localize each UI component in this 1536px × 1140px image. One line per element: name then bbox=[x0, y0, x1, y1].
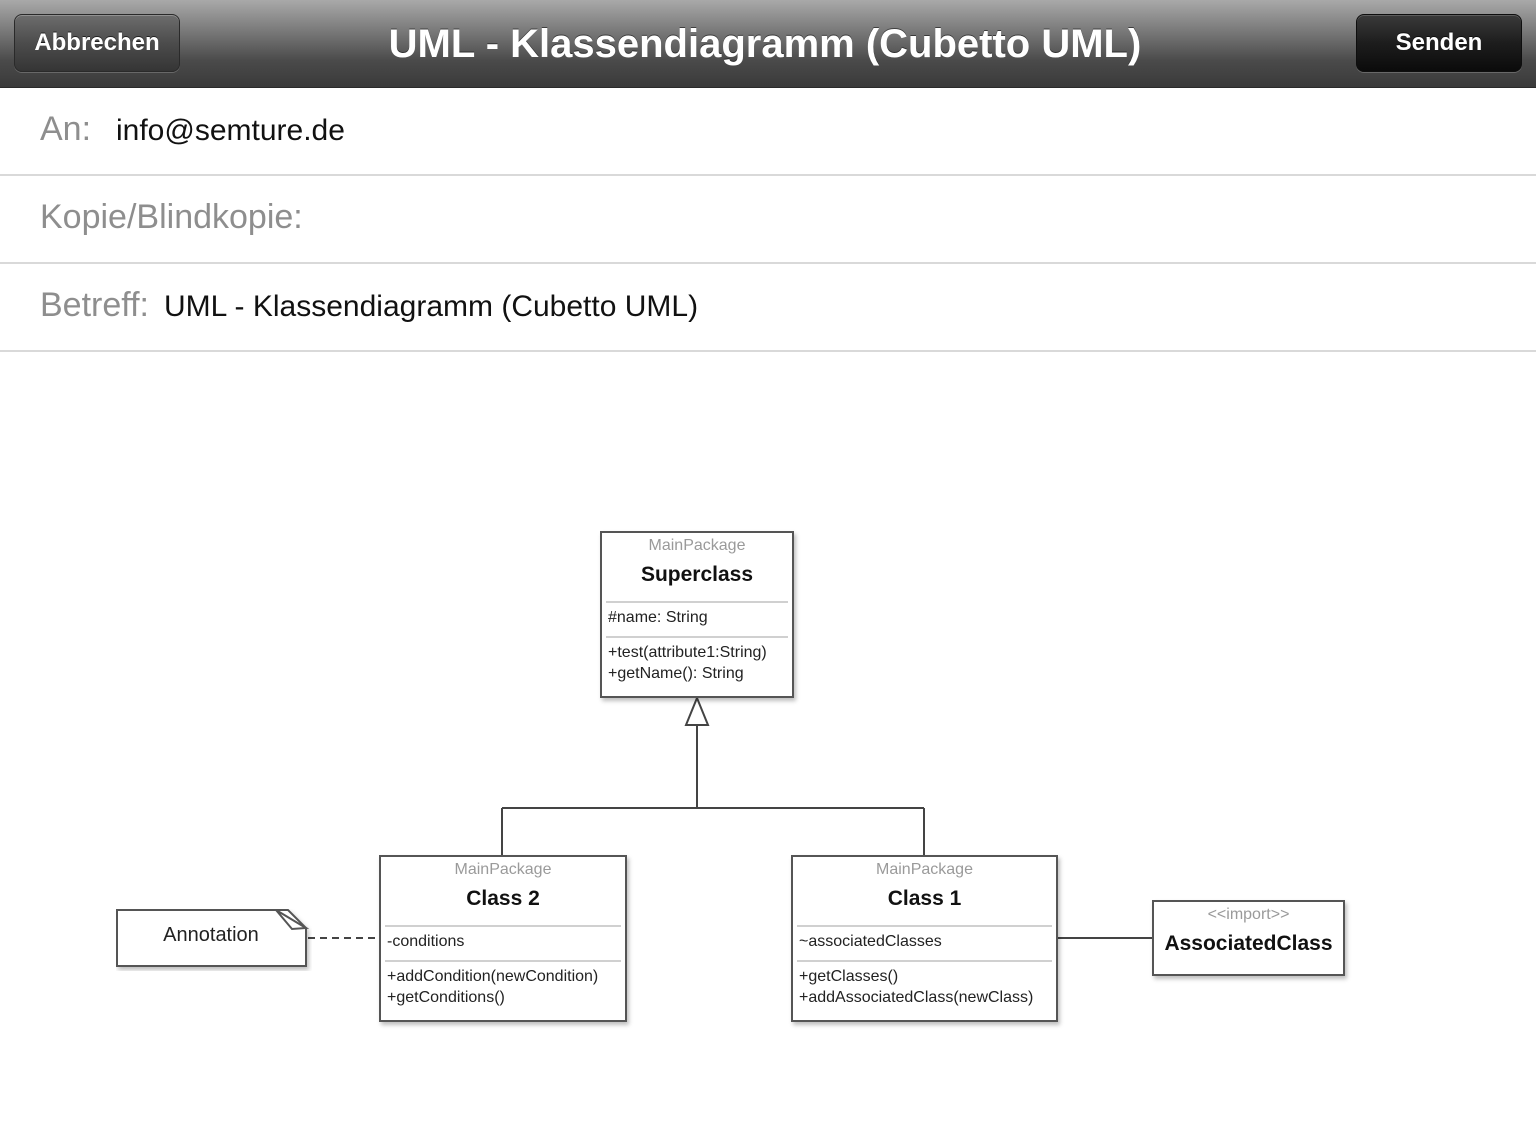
cc-field-row[interactable]: Kopie/Blindkopie: bbox=[0, 176, 1536, 264]
diagram-connectors bbox=[308, 695, 1153, 939]
subject-input[interactable]: UML - Klassendiagramm (Cubetto UML) bbox=[164, 290, 699, 323]
class-operation: +getConditions() bbox=[387, 989, 505, 1006]
uml-class-class1: MainPackage Class 1 ~associatedClasses +… bbox=[791, 855, 1058, 1022]
uml-annotation-note: Annotation bbox=[116, 909, 310, 967]
class-attributes: ~associatedClasses bbox=[797, 927, 1052, 962]
class-attribute: #name: String bbox=[608, 609, 708, 626]
class-attribute: ~associatedClasses bbox=[799, 933, 942, 950]
class-name: Class 1 bbox=[797, 881, 1052, 927]
class-operations: +test(attribute1:String) +getName(): Str… bbox=[606, 638, 788, 688]
to-label: An: bbox=[40, 110, 92, 148]
class-name: Superclass bbox=[606, 557, 788, 603]
class-operations: +addCondition(newCondition) +getConditio… bbox=[385, 962, 621, 1012]
class-operation: +getName(): String bbox=[608, 665, 744, 682]
to-field-row[interactable]: An: info@semture.de bbox=[0, 88, 1536, 176]
uml-class-associated: <<import>> AssociatedClass bbox=[1152, 900, 1345, 976]
annotation-text: Annotation bbox=[163, 924, 259, 946]
class-package-label: MainPackage bbox=[876, 861, 973, 878]
generalization-arrowhead-icon bbox=[684, 695, 710, 726]
class-operation: +addAssociatedClass(newClass) bbox=[799, 989, 1034, 1006]
send-button[interactable]: Senden bbox=[1356, 14, 1522, 72]
cancel-button[interactable]: Abbrechen bbox=[14, 14, 180, 72]
class-attributes: #name: String bbox=[606, 603, 788, 638]
navigation-bar: Abbrechen UML - Klassendiagramm (Cubetto… bbox=[0, 0, 1536, 88]
class-attribute: -conditions bbox=[387, 933, 465, 950]
class-name: AssociatedClass bbox=[1164, 932, 1333, 955]
class-name: Class 2 bbox=[385, 881, 621, 927]
class-operation: +test(attribute1:String) bbox=[608, 644, 767, 661]
uml-diagram-image: MainPackage Superclass #name: String +te… bbox=[0, 352, 1536, 1140]
class-package-label: MainPackage bbox=[648, 537, 746, 554]
cc-label: Kopie/Blindkopie: bbox=[40, 198, 303, 236]
uml-class-superclass: MainPackage Superclass #name: String +te… bbox=[600, 531, 794, 698]
class-stereotype-label: <<import>> bbox=[1207, 906, 1290, 923]
to-recipient[interactable]: info@semture.de bbox=[116, 114, 345, 147]
class-operations: +getClasses() +addAssociatedClass(newCla… bbox=[797, 962, 1052, 1012]
class-operation: +addCondition(newCondition) bbox=[387, 968, 599, 985]
class-package-label: MainPackage bbox=[454, 861, 552, 878]
note-shape-icon bbox=[116, 909, 310, 967]
class-attributes: -conditions bbox=[385, 927, 621, 962]
subject-label: Betreff: bbox=[40, 286, 149, 324]
page-title: UML - Klassendiagramm (Cubetto UML) bbox=[388, 22, 1142, 66]
subject-field-row[interactable]: Betreff: UML - Klassendiagramm (Cubetto … bbox=[0, 264, 1536, 352]
class-operation: +getClasses() bbox=[799, 968, 899, 985]
uml-class-class2: MainPackage Class 2 -conditions +addCond… bbox=[379, 855, 627, 1022]
